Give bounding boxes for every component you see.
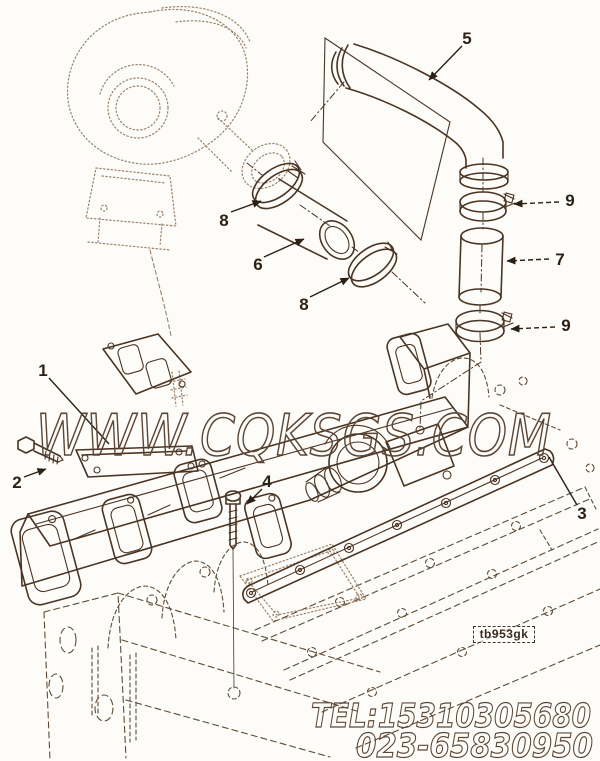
engine-block-phantom (43, 357, 600, 761)
callout-label: 1 (38, 361, 47, 380)
callout-label: 8 (299, 295, 308, 314)
air-hose-7 (458, 227, 504, 306)
hose-clamp-8-lower (347, 241, 398, 288)
mounting-panel (322, 36, 451, 242)
watermark-text: WWW.CQKSGS.COM (36, 403, 552, 469)
callout-label: 7 (555, 250, 564, 269)
turbo-mounting-gasket (102, 333, 192, 395)
water-connection-assembly (305, 423, 455, 503)
callout-6: 6 (253, 238, 305, 274)
callout-label: 8 (219, 211, 228, 230)
callout-label: 9 (565, 191, 574, 210)
callout-label: 2 (12, 473, 21, 492)
callout-5: 5 (428, 29, 472, 81)
hex-bolt (17, 436, 64, 465)
figure-code-box: tb953gk (473, 626, 535, 643)
callout-8-upper: 8 (219, 200, 262, 230)
hose-assembly-centerline (246, 162, 426, 304)
vertical-assembly-centerline (419, 157, 484, 429)
callout-label: 6 (253, 255, 262, 274)
callout-4: 4 (246, 472, 272, 505)
callout-2: 2 (12, 468, 47, 492)
callout-9-upper: 9 (513, 191, 575, 210)
air-transfer-pipe (309, 43, 509, 190)
turbocharger-phantom (66, 6, 291, 407)
callout-label: 4 (262, 472, 272, 491)
hose-clamp-9-upper (459, 191, 516, 222)
callout-9-lower: 9 (510, 316, 571, 335)
contact-phone-line-2: 023-65830950 (356, 726, 593, 761)
callout-8-lower: 8 (299, 277, 350, 314)
callout-label: 5 (462, 29, 471, 48)
exhaust-manifold (10, 323, 471, 606)
callout-1: 1 (38, 361, 110, 445)
callout-label: 9 (561, 316, 570, 335)
air-hose-6 (257, 178, 356, 260)
callout-label: 3 (577, 504, 586, 523)
hose-clamp-9-lower (455, 309, 514, 343)
callout-3: 3 (548, 456, 587, 523)
hose-clamp-8-upper (251, 160, 306, 210)
contact-phone-line-1: TEL:15310305680 (311, 696, 591, 735)
callout-7: 7 (506, 250, 565, 269)
cover-plate (242, 448, 555, 604)
figure-code-text: tb953gk (479, 627, 529, 641)
cap-screw (224, 490, 242, 700)
callouts: 1 2 3 4 5 6 7 8 (12, 29, 586, 523)
